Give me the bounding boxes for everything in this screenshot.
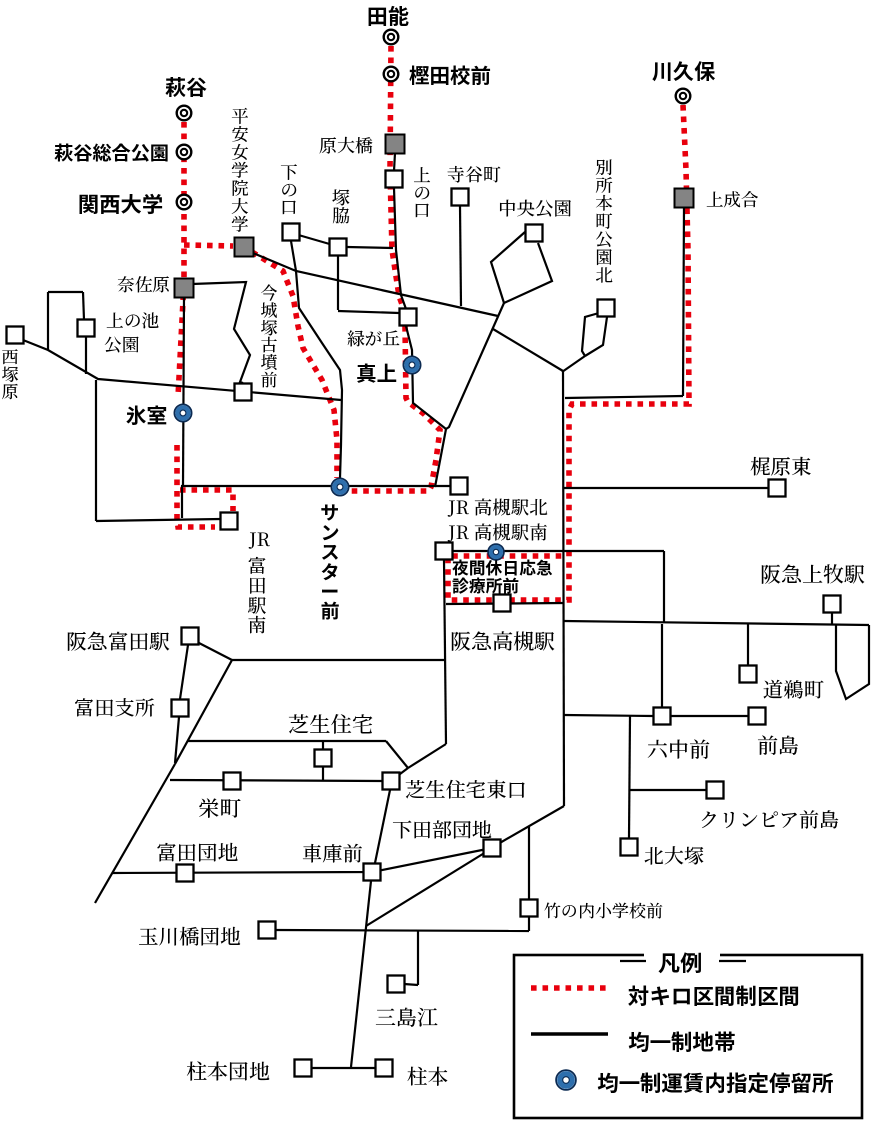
svg-text:前島: 前島: [757, 730, 799, 760]
svg-text:阪急上牧駅: 阪急上牧駅: [760, 559, 865, 589]
svg-text:町: 町: [595, 208, 613, 233]
svg-text:奈佐原: 奈佐原: [117, 272, 170, 297]
svg-text:中央公園: 中央公園: [498, 195, 572, 221]
svg-text:南: 南: [247, 611, 266, 638]
svg-text:古: 古: [261, 331, 278, 356]
svg-text:阪急高槻駅: 阪急高槻駅: [450, 626, 555, 656]
svg-text:前: 前: [320, 597, 339, 624]
svg-text:川久保: 川久保: [652, 56, 716, 86]
svg-text:原大橋: 原大橋: [319, 132, 373, 158]
svg-text:墳: 墳: [261, 349, 278, 374]
svg-text:萩谷総合公園: 萩谷総合公園: [54, 138, 169, 166]
svg-text:口: 口: [413, 198, 431, 223]
svg-text:柱本: 柱本: [407, 1060, 448, 1090]
svg-text:富: 富: [247, 552, 266, 579]
svg-text:富田支所: 富田支所: [74, 692, 155, 721]
svg-text:JR 高槻駅北: JR 高槻駅北: [447, 494, 548, 520]
svg-text:北大塚: 北大塚: [644, 840, 704, 869]
svg-text:富田団地: 富田団地: [156, 836, 238, 866]
svg-text:サ: サ: [320, 499, 339, 526]
svg-text:下: 下: [280, 159, 298, 184]
svg-text:芝生住宅: 芝生住宅: [288, 708, 373, 739]
svg-text:前: 前: [261, 366, 278, 391]
svg-text:の: の: [413, 180, 431, 205]
svg-text:ン: ン: [320, 518, 339, 545]
svg-text:大: 大: [231, 193, 249, 218]
svg-text:氷室: 氷室: [126, 399, 167, 429]
svg-text:上: 上: [413, 162, 431, 187]
svg-text:別: 別: [595, 154, 613, 179]
svg-text:院: 院: [231, 175, 249, 200]
svg-text:凡例: 凡例: [658, 946, 702, 978]
svg-text:診療所前: 診療所前: [452, 573, 519, 597]
svg-text:北: 北: [595, 262, 613, 287]
svg-text:JR: JR: [248, 526, 271, 552]
svg-text:駅: 駅: [247, 591, 266, 618]
svg-text:所: 所: [595, 172, 613, 197]
svg-text:園: 園: [595, 244, 613, 269]
svg-text:関西大学: 関西大学: [78, 188, 163, 219]
svg-text:夜間休日応急: 夜間休日応急: [451, 555, 553, 579]
svg-text:柱本団地: 柱本団地: [186, 1056, 270, 1086]
svg-text:阪急富田駅: 阪急富田駅: [66, 625, 170, 655]
svg-text:対キロ区間制区間: 対キロ区間制区間: [628, 980, 800, 1011]
svg-text:ー: ー: [320, 578, 339, 605]
svg-text:口: 口: [280, 195, 298, 220]
svg-text:萩谷: 萩谷: [165, 72, 207, 102]
svg-text:安: 安: [231, 121, 249, 146]
svg-text:ス: ス: [320, 538, 339, 565]
svg-text:梶原東: 梶原東: [750, 450, 812, 480]
svg-text:平: 平: [231, 103, 249, 128]
svg-text:脇: 脇: [332, 202, 350, 228]
svg-text:栄町: 栄町: [198, 792, 241, 823]
svg-text:タ: タ: [320, 558, 339, 585]
svg-text:学: 学: [231, 157, 249, 182]
svg-text:車庫前: 車庫前: [302, 838, 363, 867]
svg-text:田能: 田能: [367, 1, 409, 31]
svg-text:女: 女: [231, 139, 249, 164]
svg-text:JR 高槻駅南: JR 高槻駅南: [447, 519, 548, 545]
svg-text:城: 城: [261, 296, 279, 321]
svg-text:寺谷町: 寺谷町: [447, 161, 501, 187]
svg-text:原: 原: [2, 378, 19, 403]
svg-text:均一制地帯: 均一制地帯: [628, 1026, 736, 1057]
svg-text:真上: 真上: [356, 357, 397, 387]
svg-text:塚: 塚: [332, 184, 350, 210]
svg-text:塚: 塚: [2, 360, 19, 385]
svg-text:田: 田: [247, 572, 266, 599]
svg-text:均一制運賃内指定停留所: 均一制運賃内指定停留所: [597, 1067, 834, 1098]
svg-text:竹の内小学校前: 竹の内小学校前: [544, 897, 663, 922]
svg-text:の: の: [280, 177, 298, 202]
svg-text:緑が丘: 緑が丘: [347, 326, 400, 351]
svg-text:学: 学: [231, 211, 249, 236]
svg-text:公園: 公園: [104, 332, 139, 357]
svg-text:本: 本: [595, 190, 613, 215]
svg-text:西: 西: [2, 343, 19, 368]
svg-text:クリンピア前島: クリンピア前島: [699, 804, 839, 833]
svg-text:今: 今: [261, 279, 278, 304]
svg-text:三島江: 三島江: [375, 1002, 438, 1032]
svg-text:塚: 塚: [261, 314, 278, 339]
svg-text:上の池: 上の池: [106, 308, 159, 333]
svg-text:公: 公: [595, 226, 613, 251]
svg-text:玉川橋団地: 玉川橋団地: [138, 920, 241, 950]
svg-text:六中前: 六中前: [647, 734, 710, 764]
svg-text:上成合: 上成合: [706, 187, 759, 212]
svg-text:芝生住宅東口: 芝生住宅東口: [405, 774, 527, 803]
svg-text:樫田校前: 樫田校前: [409, 59, 491, 89]
svg-text:下田部団地: 下田部団地: [392, 814, 492, 843]
svg-text:道鵜町: 道鵜町: [763, 674, 824, 703]
